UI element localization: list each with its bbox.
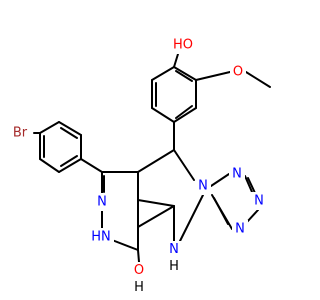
bond-line: [151, 66, 175, 81]
bond-line: [245, 71, 271, 88]
bond-line: [137, 249, 140, 263]
bond-line: [60, 127, 78, 139]
atom-n-pyridazine: N: [94, 193, 110, 211]
bond-line: [137, 199, 175, 207]
bond-line: [213, 197, 229, 225]
atom-o-methoxy: O: [230, 63, 246, 81]
oh-label: HO: [173, 38, 193, 53]
bond-line: [80, 158, 103, 173]
bond-line: [58, 121, 82, 136]
bond-line: [173, 53, 179, 68]
atom-n-tetrazole-4: N: [232, 220, 248, 238]
atom-n-tetrazole-bridge: N: [195, 177, 211, 195]
atom-br: Br: [7, 124, 33, 142]
bond-line: [58, 158, 82, 173]
bond-line: [60, 155, 78, 167]
atom-n-tetrazole-3: N: [251, 192, 267, 210]
bond-line: [247, 177, 256, 194]
bond-line: [111, 239, 139, 251]
bond-line: [195, 71, 231, 81]
bond-line: [151, 107, 175, 123]
n-tetrazole-4-label: N: [235, 222, 245, 237]
o-methoxy-label: O: [233, 65, 243, 80]
n-tetrazole-bridge-label: N: [198, 179, 208, 194]
bond-line: [173, 66, 197, 81]
atom-nh-pyridazine: HN: [88, 228, 114, 246]
bond-line: [179, 194, 204, 242]
n-pyridazine-label: N: [97, 195, 107, 210]
bond-line: [246, 209, 259, 223]
bond-line: [173, 149, 195, 181]
bond-line: [137, 205, 175, 228]
atom-labels: Br HO O N HN N N N: [7, 36, 267, 296]
bond-line: [244, 175, 253, 193]
atom-oh: HO: [170, 36, 196, 54]
bond-line: [39, 121, 60, 134]
bond-lines: [33, 53, 271, 263]
bond-line: [175, 105, 193, 119]
br-label: Br: [13, 126, 28, 141]
bond-line: [210, 173, 230, 187]
bond-line: [39, 158, 60, 173]
bond-line: [137, 149, 175, 173]
atom-n-tetrazole-2: N: [229, 165, 245, 183]
n-tetrazole-3-label: N: [254, 194, 264, 209]
bond-line: [175, 70, 193, 82]
molecule-diagram: Br HO O N HN N N N: [7, 36, 271, 296]
nh-pyridazine-label: HN: [91, 230, 111, 245]
n-tetrazole-2-label: N: [232, 167, 242, 182]
bond-line: [173, 107, 197, 123]
